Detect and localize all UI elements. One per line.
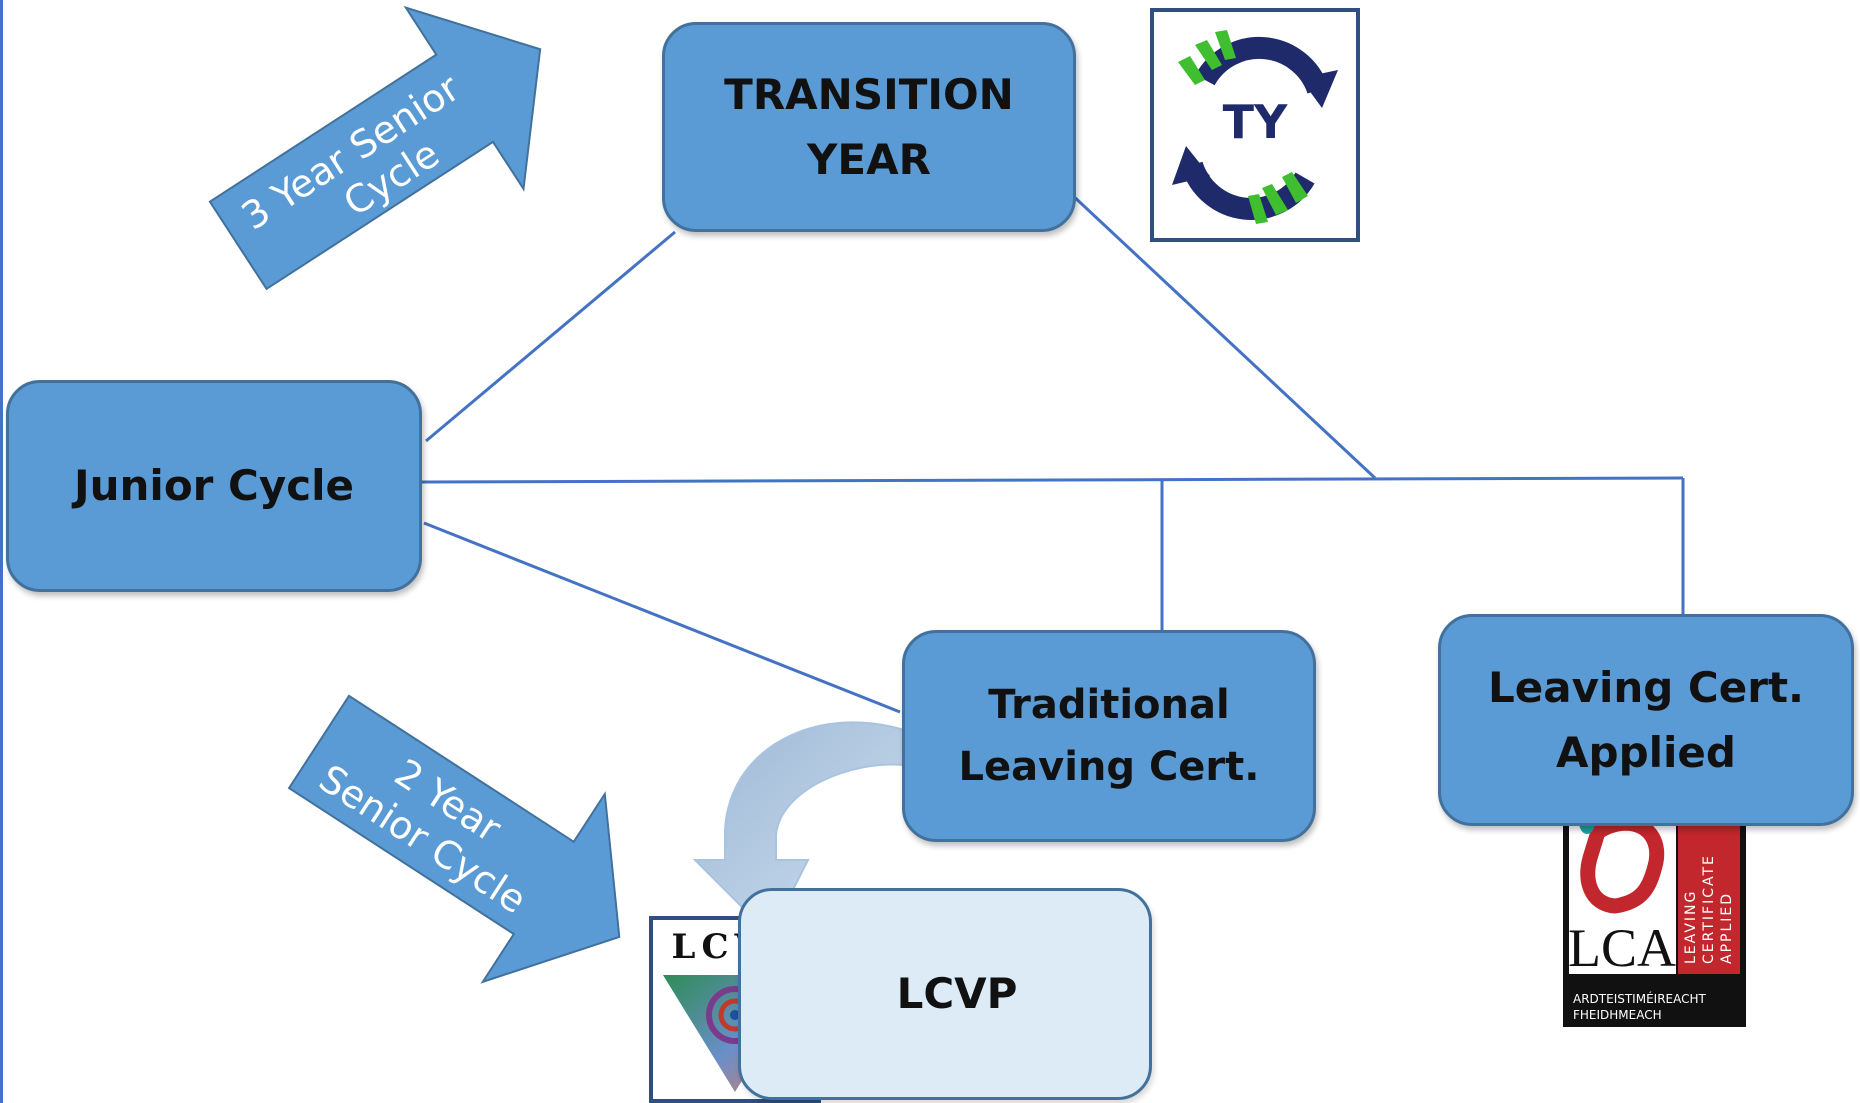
lca-bottom-text-2: FHEIDHMEACH: [1573, 1008, 1662, 1022]
junior-cycle-box: Junior Cycle: [6, 380, 422, 592]
lcvp-box: LCVP: [738, 888, 1152, 1100]
lca-side-text-1: LEAVING: [1683, 890, 1699, 964]
lca-logo: LCA LEAVING CERTIFICATE APPLIED ARDTEIST…: [1563, 800, 1746, 1027]
transition-year-line1: TRANSITION: [724, 69, 1014, 119]
connector-lines: [421, 191, 1685, 714]
lca-side-text-2: CERTIFICATE: [1701, 854, 1717, 964]
lc-applied-line2: Applied: [1556, 728, 1736, 777]
transition-year-box: TRANSITION YEAR: [662, 22, 1076, 232]
lca-logo-letters: LCA: [1568, 918, 1676, 978]
connector-junior-to-ty: [425, 230, 676, 443]
ty-logo-text: TY: [1223, 95, 1288, 149]
connector-ty-to-branch: [1068, 191, 1377, 480]
ty-green-rays-icon: [1178, 30, 1308, 224]
traditional-lc-line1: Traditional: [988, 682, 1230, 728]
lcvp-label: LCVP: [896, 969, 1018, 1019]
lca-bottom-text-1: ARDTEISTIMÉIREACHT: [1573, 991, 1707, 1006]
traditional-leaving-cert-box: Traditional Leaving Cert.: [902, 630, 1316, 842]
ty-logo: TY: [1150, 8, 1360, 242]
leaving-cert-applied-box: Leaving Cert. Applied: [1438, 614, 1854, 826]
traditional-lc-line2: Leaving Cert.: [958, 744, 1260, 790]
transition-year-line2: YEAR: [807, 135, 931, 184]
junior-cycle-label: Junior Cycle: [74, 461, 354, 511]
lc-applied-line1: Leaving Cert.: [1487, 662, 1804, 712]
lca-side-text-3: APPLIED: [1719, 892, 1735, 964]
connector-junior-to-traditional-lc: [423, 521, 901, 714]
three-year-arrow: 3 Year Senior Cycle: [208, 5, 542, 291]
two-year-arrow: 2 Year Senior Cycle: [287, 694, 621, 984]
connector-junior-horizontal: [421, 476, 1684, 484]
curved-arrow-to-lcvp: [692, 721, 920, 937]
